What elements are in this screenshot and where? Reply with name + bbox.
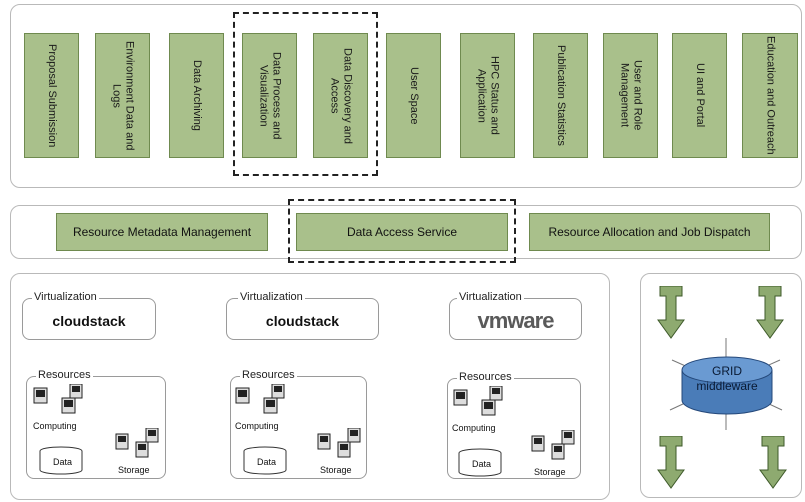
storage-label: Storage bbox=[118, 465, 150, 475]
virtualization-box: cloudstack bbox=[226, 298, 379, 340]
virtualization-name: cloudstack bbox=[265, 313, 340, 329]
service-data-discovery-access[interactable]: Data Discovery and Access bbox=[313, 33, 368, 158]
service-data-process-visualization[interactable]: Data Process and Visualization bbox=[242, 33, 297, 158]
data-label: Data bbox=[53, 457, 73, 467]
service-label: HPC Status and Application bbox=[475, 56, 501, 135]
computing-servers-icon bbox=[33, 384, 83, 414]
storage-servers-icon bbox=[317, 428, 361, 458]
data-database-icon bbox=[458, 448, 502, 477]
grid-middleware-cylinder[interactable] bbox=[680, 356, 774, 418]
computing-label: Computing bbox=[452, 423, 496, 433]
service-label: UI and Portal bbox=[694, 63, 706, 128]
resource-allocation-job-dispatch[interactable]: Resource Allocation and Job Dispatch bbox=[529, 213, 770, 251]
service-user-space[interactable]: User Space bbox=[386, 33, 441, 158]
service-environment-data-logs[interactable]: Environment Data and Logs bbox=[95, 33, 150, 158]
service-publication-statistics[interactable]: Publication Statistics bbox=[533, 33, 588, 158]
storage-servers-icon bbox=[531, 430, 575, 460]
service-data-archiving[interactable]: Data Archiving bbox=[169, 33, 224, 158]
service-label: Environment Data and Logs bbox=[110, 40, 136, 151]
service-label: Data Archiving bbox=[191, 60, 203, 131]
grid-node-icon bbox=[657, 286, 685, 339]
middle-service-label: Data Access Service bbox=[346, 225, 458, 239]
vmware-logo: vmware bbox=[477, 308, 555, 333]
service-label: User and Role Management bbox=[618, 60, 644, 131]
service-label: Publication Statistics bbox=[555, 45, 567, 146]
service-label: Data Process and Visualization bbox=[257, 51, 283, 140]
service-user-role-management[interactable]: User and Role Management bbox=[603, 33, 658, 158]
computing-label: Computing bbox=[235, 421, 279, 431]
computing-servers-icon bbox=[453, 386, 503, 416]
service-label: Data Discovery and Access bbox=[328, 47, 354, 144]
service-hpc-status-application[interactable]: HPC Status and Application bbox=[460, 33, 515, 158]
service-label: Proposal Submission bbox=[46, 43, 58, 148]
service-education-outreach[interactable]: Education and Outreach bbox=[742, 33, 798, 158]
storage-servers-icon bbox=[115, 428, 159, 458]
service-ui-portal[interactable]: UI and Portal bbox=[672, 33, 727, 158]
service-proposal-submission[interactable]: Proposal Submission bbox=[24, 33, 79, 158]
highlight-data-services bbox=[233, 12, 378, 176]
virtualization-box: cloudstack bbox=[22, 298, 156, 340]
virtualization-box: vmware bbox=[449, 298, 582, 340]
service-label: User Space bbox=[408, 66, 420, 125]
grid-middleware-label: GRID middleware bbox=[696, 364, 758, 393]
storage-label: Storage bbox=[534, 467, 566, 477]
data-access-service[interactable]: Data Access Service bbox=[296, 213, 508, 251]
middle-service-label: Resource Metadata Management bbox=[72, 225, 252, 239]
resources-legend: Resources bbox=[36, 369, 93, 381]
resource-metadata-management[interactable]: Resource Metadata Management bbox=[56, 213, 268, 251]
grid-node-icon bbox=[756, 286, 784, 339]
service-label: Education and Outreach bbox=[764, 36, 777, 155]
virtualization-name: cloudstack bbox=[52, 313, 126, 329]
computing-label: Computing bbox=[33, 421, 77, 431]
resources-legend: Resources bbox=[457, 371, 514, 383]
data-database-icon bbox=[243, 446, 287, 475]
resources-box[interactable] bbox=[26, 376, 166, 479]
virtualization-legend: Virtualization bbox=[457, 291, 524, 303]
computing-servers-icon bbox=[235, 384, 285, 414]
highlight-data-access bbox=[288, 199, 516, 263]
virtualization-legend: Virtualization bbox=[238, 291, 305, 303]
virtualization-legend: Virtualization bbox=[32, 291, 99, 303]
grid-node-icon bbox=[657, 436, 685, 489]
middle-service-label: Resource Allocation and Job Dispatch bbox=[548, 225, 751, 239]
grid-node-icon bbox=[759, 436, 787, 489]
resources-legend: Resources bbox=[240, 369, 297, 381]
data-label: Data bbox=[472, 459, 492, 469]
data-database-icon bbox=[39, 446, 83, 475]
data-label: Data bbox=[257, 457, 277, 467]
storage-label: Storage bbox=[320, 465, 352, 475]
